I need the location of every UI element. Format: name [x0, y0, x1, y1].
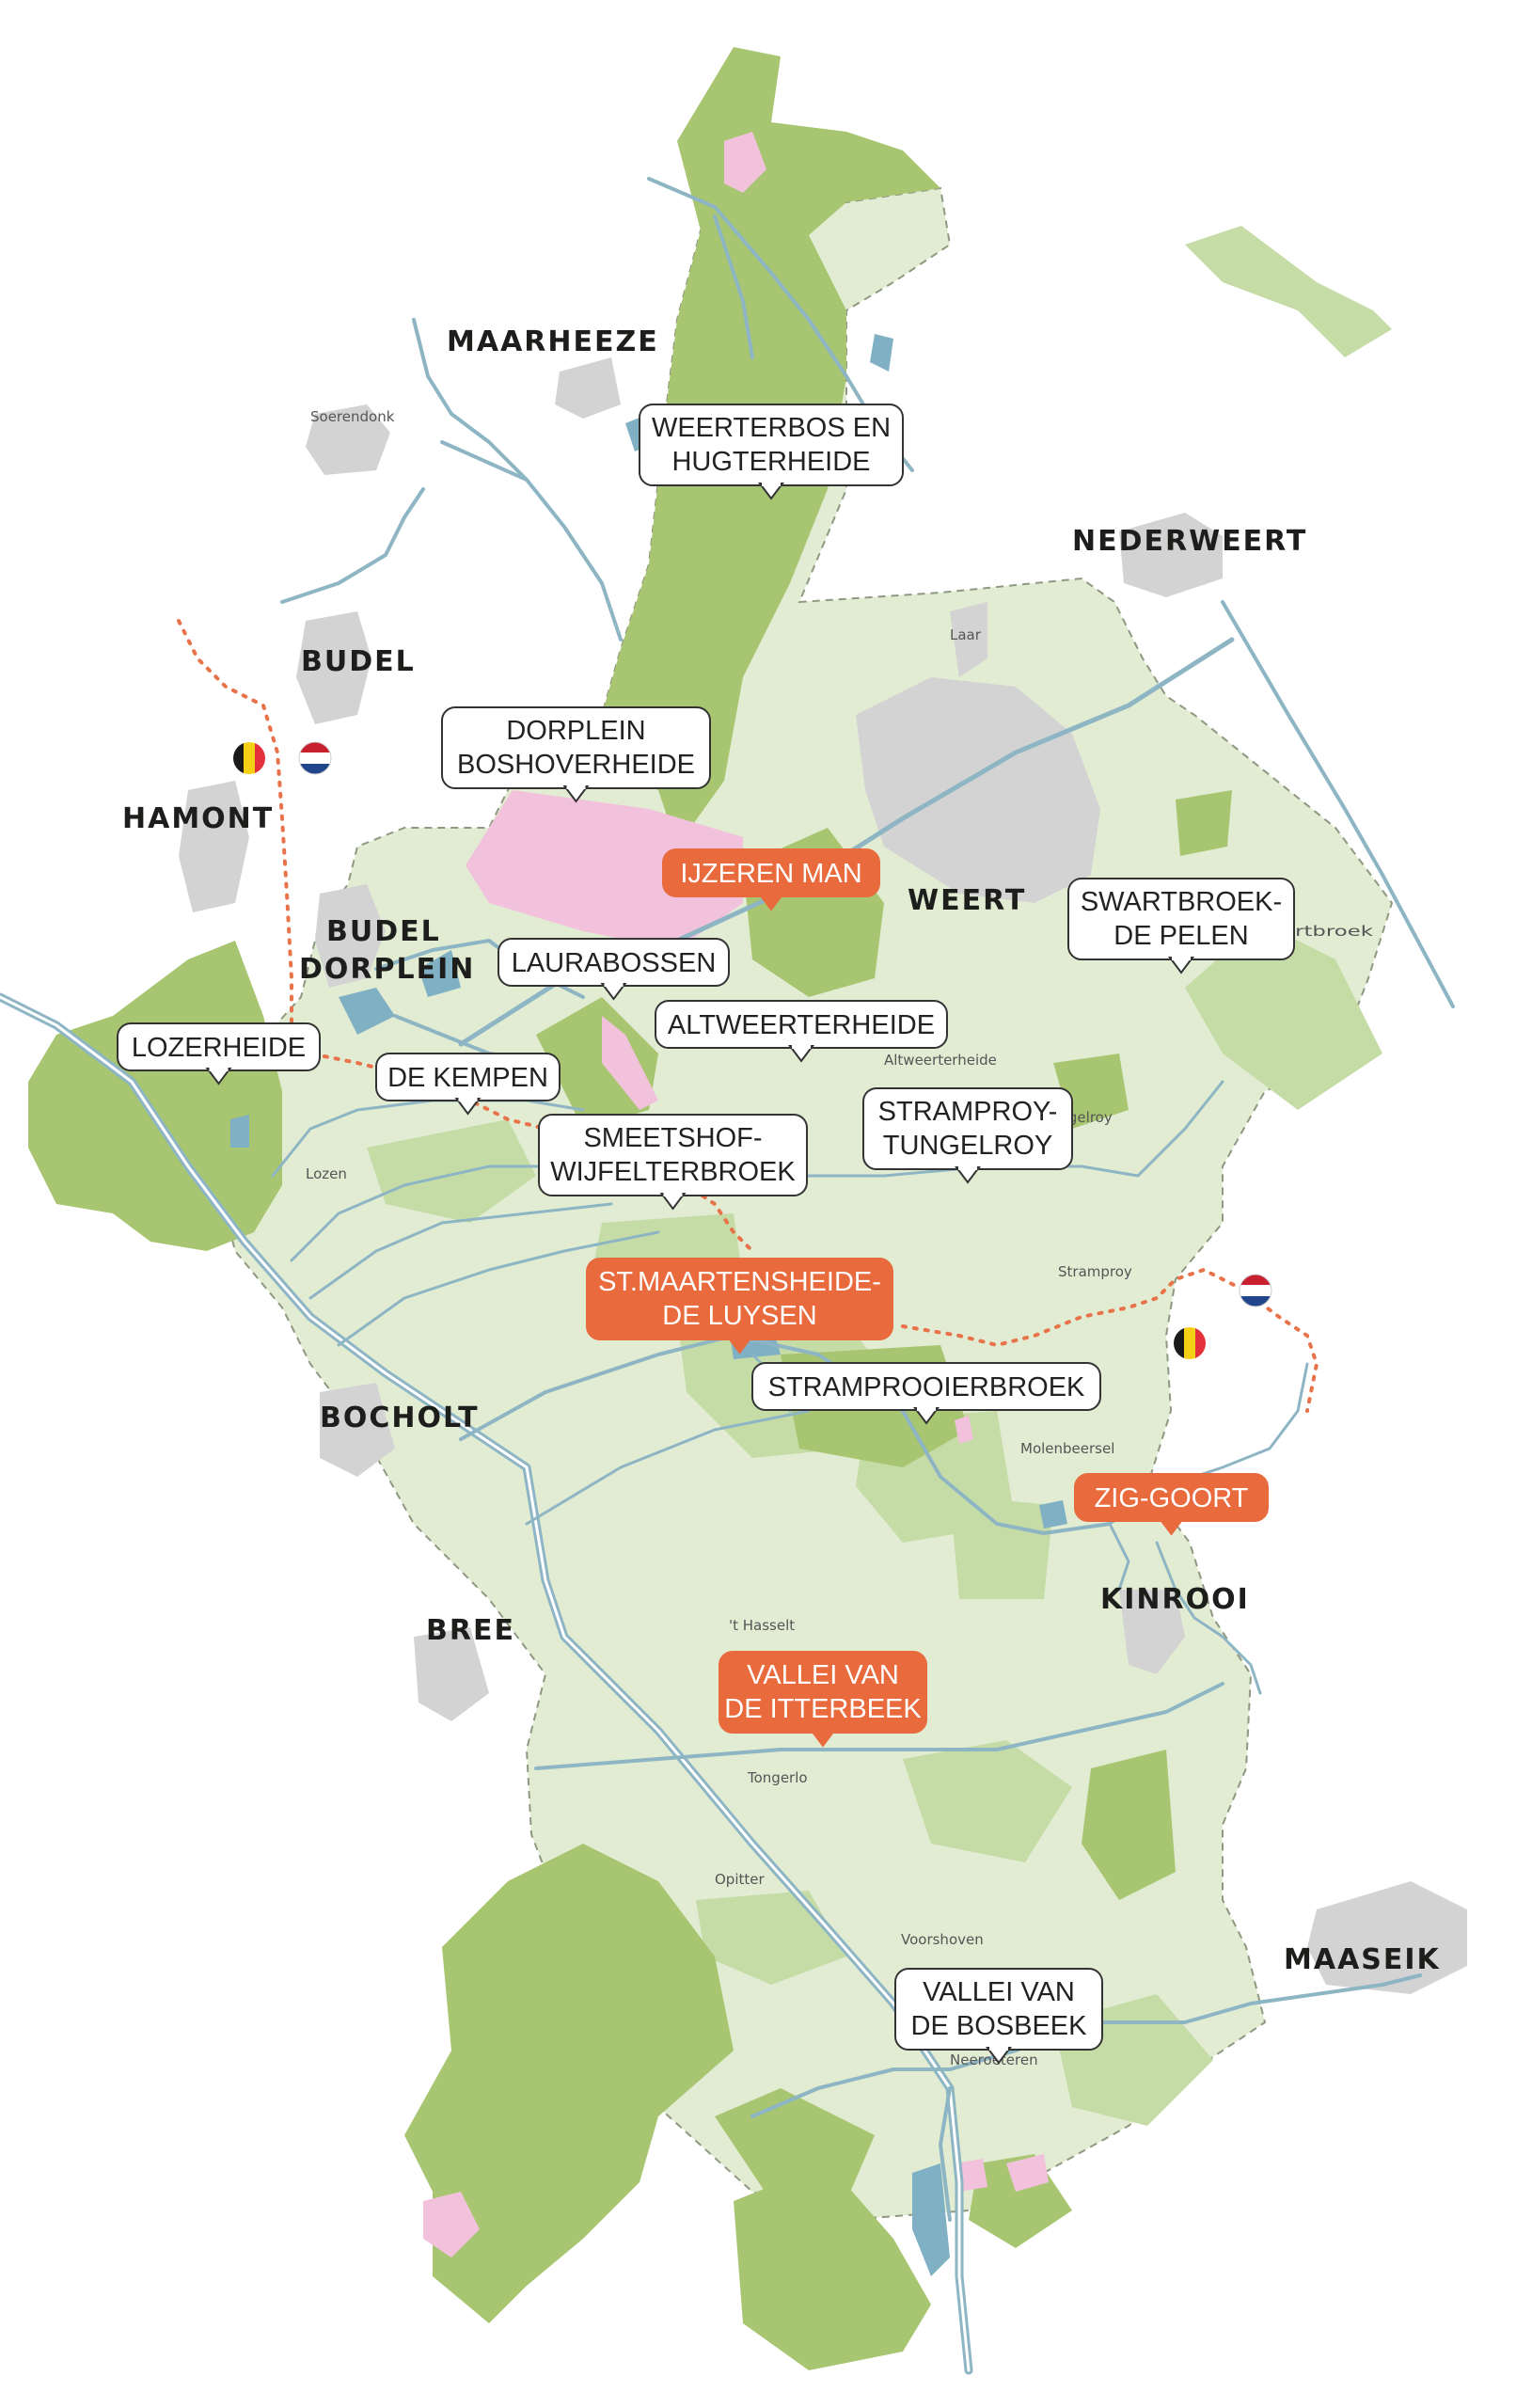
- town-hamont: HAMONT: [122, 802, 274, 835]
- callout-seam: [762, 893, 781, 897]
- village-neeroeteren: Neeroeteren: [950, 2052, 1038, 2068]
- callout-label: TUNGELROY: [883, 1131, 1052, 1161]
- town-budel-dorplein-line1: BUDEL: [326, 915, 441, 948]
- area-callout-ijzeren-man[interactable]: IJZEREN MAN: [662, 848, 880, 911]
- town-budel-dorplein-line2: DORPLEIN: [299, 953, 475, 986]
- village-voorshoven: Voorshoven: [901, 1931, 984, 1948]
- belgium-flag-icon: [233, 742, 265, 774]
- callout-seam: [566, 784, 586, 789]
- callout-label: DE ITTERBEEK: [724, 1694, 922, 1724]
- callout-label: WIJFELTERBROEK: [550, 1157, 796, 1187]
- area-callout-laurabossen[interactable]: LAURABOSSEN: [498, 938, 730, 1001]
- callout-label: HUGTERHEIDE: [671, 447, 870, 477]
- callout-seam: [958, 1165, 977, 1170]
- area-callout-swartbroek-de-pelen[interactable]: SWARTBROEK- DE PELEN: [1067, 878, 1295, 974]
- callout-label: BOSHOVERHEIDE: [457, 750, 695, 780]
- village-laar: Laar: [950, 626, 982, 643]
- village-opitter: Opitter: [715, 1871, 765, 1888]
- callout-label: VALLEI VAN: [747, 1660, 899, 1690]
- callout-label: DE LUYSEN: [662, 1301, 816, 1331]
- callout-label: SMEETSHOF-: [583, 1123, 762, 1153]
- town-labels: MAARHEEZE NEDERWEERT BUDEL HAMONT WEERT …: [122, 325, 1441, 1976]
- area-callout-vallei-van-de-itterbeek[interactable]: VALLEI VAN DE ITTERBEEK: [719, 1651, 927, 1748]
- pink-areas: [423, 132, 1049, 2258]
- area-callout-stramprooierbroek[interactable]: STRAMPROOIERBROEK: [751, 1362, 1101, 1425]
- callout-label: STRAMPROY-: [878, 1097, 1058, 1127]
- town-bree: BREE: [426, 1614, 515, 1647]
- belgium-flag-icon: [1174, 1327, 1206, 1359]
- callout-label: ZIG-GOORT: [1095, 1483, 1249, 1513]
- town-weert: WEERT: [908, 884, 1026, 917]
- village-molenbeersel: Molenbeersel: [1020, 1440, 1114, 1457]
- area-callout-vallei-van-de-bosbeek[interactable]: VALLEI VAN DE BOSBEEK: [894, 1968, 1103, 2065]
- area-callout-stramproy-tungelroy[interactable]: STRAMPROY- TUNGELROY: [862, 1087, 1073, 1184]
- callout-label: DE KEMPEN: [387, 1063, 548, 1093]
- urban-areas: [179, 357, 1467, 1994]
- callout-label: DE BOSBEEK: [911, 2011, 1088, 2041]
- village-t-hasselt: 't Hasselt: [729, 1617, 795, 1634]
- callout-seam: [917, 1406, 936, 1411]
- callout-seam: [989, 2046, 1008, 2051]
- callout-label: ALTWEERTERHEIDE: [668, 1010, 935, 1040]
- area-callout-smeetshof-wijfelterbroek[interactable]: SMEETSHOF- WIJFELTERBROEK: [538, 1114, 808, 1211]
- callout-label: DORPLEIN: [506, 716, 645, 746]
- callout-label: STRAMPROOIERBROEK: [768, 1372, 1085, 1402]
- area-callout-weerterbos-en-hugterheide[interactable]: WEERTERBOS EN HUGTERHEIDE: [639, 404, 904, 500]
- callout-label: ST.MAARTENSHEIDE-: [598, 1267, 881, 1297]
- town-nederweert: NEDERWEERT: [1072, 525, 1307, 558]
- callout-label: DE PELEN: [1113, 921, 1248, 951]
- area-callout-zig-goort[interactable]: ZIG-GOORT: [1074, 1473, 1269, 1536]
- area-callout-altweerterheide[interactable]: ALTWEERTERHEIDE: [655, 1000, 948, 1063]
- town-budel: BUDEL: [301, 645, 416, 678]
- village-altweerterheide: Altweerterheide: [884, 1052, 997, 1069]
- callout-label: WEERTERBOS EN: [652, 413, 891, 443]
- country-flags: [233, 741, 1272, 1359]
- area-callout-st-maartensheide-de-luysen[interactable]: ST.MAARTENSHEIDE- DE LUYSEN: [586, 1258, 893, 1354]
- netherlands-flag-icon: [1239, 1274, 1272, 1307]
- village-lozen: Lozen: [306, 1165, 347, 1182]
- area-callout-lozerheide[interactable]: LOZERHEIDE: [117, 1022, 321, 1085]
- callout-label: VALLEI VAN: [923, 1977, 1075, 2007]
- callout-label: LAURABOSSEN: [512, 948, 717, 978]
- town-maaseik: MAASEIK: [1284, 1943, 1441, 1976]
- netherlands-flag-icon: [298, 741, 332, 775]
- area-callout-dorplein-boshoverheide[interactable]: DORPLEIN BOSHOVERHEIDE: [441, 706, 711, 803]
- town-kinrooi: KINROOI: [1100, 1583, 1250, 1616]
- callout-seam: [1172, 956, 1191, 960]
- callout-label: LOZERHEIDE: [132, 1033, 306, 1063]
- village-stramproy: Stramproy: [1058, 1263, 1132, 1280]
- callout-seam: [458, 1097, 478, 1101]
- callout-seam: [1161, 1517, 1181, 1522]
- village-soerendonk: Soerendonk: [310, 408, 395, 425]
- callout-seam: [209, 1067, 229, 1071]
- area-callouts: WEERTERBOS EN HUGTERHEIDE DORPLEIN BOSHOVER…: [117, 404, 1295, 2065]
- callout-label: IJZEREN MAN: [680, 859, 861, 889]
- area-callout-de-kempen[interactable]: DE KEMPEN: [375, 1053, 561, 1116]
- town-bocholt: BOCHOLT: [320, 1402, 480, 1434]
- callout-seam: [792, 1044, 811, 1049]
- callout-seam: [762, 482, 781, 486]
- callout-label: SWARTBROEK-: [1081, 887, 1282, 917]
- callout-seam: [730, 1336, 750, 1340]
- callout-seam: [813, 1729, 832, 1734]
- callout-seam: [663, 1192, 683, 1196]
- callout-seam: [604, 982, 624, 987]
- town-maarheeze: MAARHEEZE: [447, 325, 659, 358]
- village-tongerlo: Tongerlo: [747, 1769, 808, 1786]
